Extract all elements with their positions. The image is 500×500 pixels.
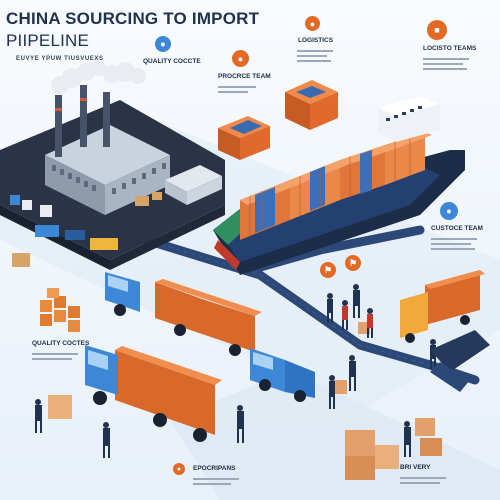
page-title: CHINA SOURCING TO IMPORT bbox=[6, 9, 259, 29]
box-stack-bottom bbox=[48, 322, 442, 480]
team-icon bbox=[35, 284, 436, 458]
label-logistics-top: LOGISTICS bbox=[298, 37, 334, 44]
page-subtitle: EUVYE YPUW TIUSVUEXS bbox=[16, 56, 104, 62]
page-title-line2: PIIPELINE bbox=[6, 31, 90, 50]
customs-flag-icon: ⚑ bbox=[320, 262, 336, 278]
label-delivery: BRI VERY bbox=[400, 464, 431, 471]
box-badge-icon: ■ bbox=[427, 20, 447, 40]
label-logistics-teams: LOCISTO TEAMS bbox=[423, 45, 477, 52]
caption-lines-quality-left bbox=[32, 350, 82, 363]
title-sourcing: SOURCING TO IMPORT bbox=[65, 9, 260, 28]
label-procurement-bottom: EPOCRIPANS bbox=[193, 465, 236, 472]
customs-badge-icon: ● bbox=[440, 202, 458, 220]
caption-lines-procurement bbox=[193, 475, 243, 488]
label-customs-team: CUSTOCE TEAM bbox=[431, 225, 483, 232]
logistics-badge-icon: ● bbox=[305, 16, 320, 31]
team-badge-icon: ● bbox=[232, 50, 249, 67]
truck-icon-1 bbox=[105, 272, 262, 356]
truck-icon-4 bbox=[400, 270, 485, 343]
caption-lines-customs bbox=[431, 235, 481, 253]
procurement-badge-icon: ● bbox=[173, 463, 185, 475]
caption-lines-logistics bbox=[297, 47, 335, 65]
title-china: CHINA bbox=[6, 9, 61, 28]
box-icon bbox=[40, 288, 80, 332]
factory-icon bbox=[45, 60, 170, 215]
label-quality-left: QUALITY COCTES bbox=[32, 340, 90, 347]
truck-icon-3 bbox=[250, 348, 315, 402]
ship-badge-icon: ● bbox=[155, 36, 171, 52]
label-procure-team: PROCRCE TEAM bbox=[218, 73, 271, 80]
caption-lines-procure bbox=[218, 83, 258, 96]
ship-icon bbox=[213, 96, 465, 275]
label-quality-top: QUALITY COCCTE bbox=[143, 58, 201, 65]
warning-flag-icon: ⚑ bbox=[345, 255, 361, 271]
warehouse-icon bbox=[165, 165, 222, 205]
truck-icon-2 bbox=[85, 345, 222, 442]
container-stack-left bbox=[218, 116, 270, 160]
container-stack-right bbox=[285, 80, 338, 130]
caption-lines-delivery bbox=[400, 474, 450, 487]
caption-lines-logistics-teams bbox=[423, 55, 473, 73]
